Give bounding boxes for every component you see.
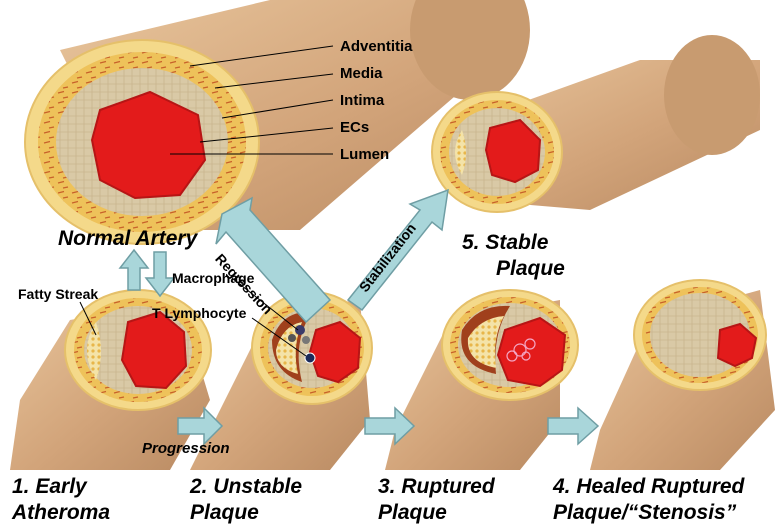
stage3-label-1: 3. Ruptured: [378, 474, 495, 500]
t-lymphocyte-cell: [305, 353, 315, 363]
stable-plaque-label-2: Plaque: [496, 256, 565, 282]
normal-artery-label: Normal Artery: [58, 226, 197, 252]
label-intima: Intima: [340, 92, 384, 109]
stage2-label-2: Plaque: [190, 500, 259, 526]
stage2-label-1: 2. Unstable: [190, 474, 302, 500]
label-ecs: ECs: [340, 119, 369, 136]
stage3-label-2: Plaque: [378, 500, 447, 526]
down-arrow: [146, 252, 174, 296]
stage3-lumen: [498, 318, 565, 386]
fatty-streak-label: Fatty Streak: [18, 286, 98, 302]
label-lumen: Lumen: [340, 146, 389, 163]
stage4-label-1: 4. Healed Ruptured: [553, 474, 744, 500]
up-arrow: [120, 250, 148, 290]
stage2-lumen: [310, 322, 360, 382]
stage4-label-2: Plaque/“Stenosis”: [553, 500, 736, 526]
t-lymphocyte-label: T Lymphocyte: [152, 305, 246, 321]
label-media: Media: [340, 65, 383, 82]
stage1-label-1: 1. Early: [12, 474, 87, 500]
stage3-cross-section: [442, 290, 578, 400]
stage4-cross-section: [634, 280, 766, 390]
label-adventitia: Adventitia: [340, 38, 413, 55]
progression-label: Progression: [142, 440, 230, 457]
stable-plaque-label-1: 5. Stable: [462, 230, 548, 256]
stage1-label-2: Atheroma: [12, 500, 110, 526]
